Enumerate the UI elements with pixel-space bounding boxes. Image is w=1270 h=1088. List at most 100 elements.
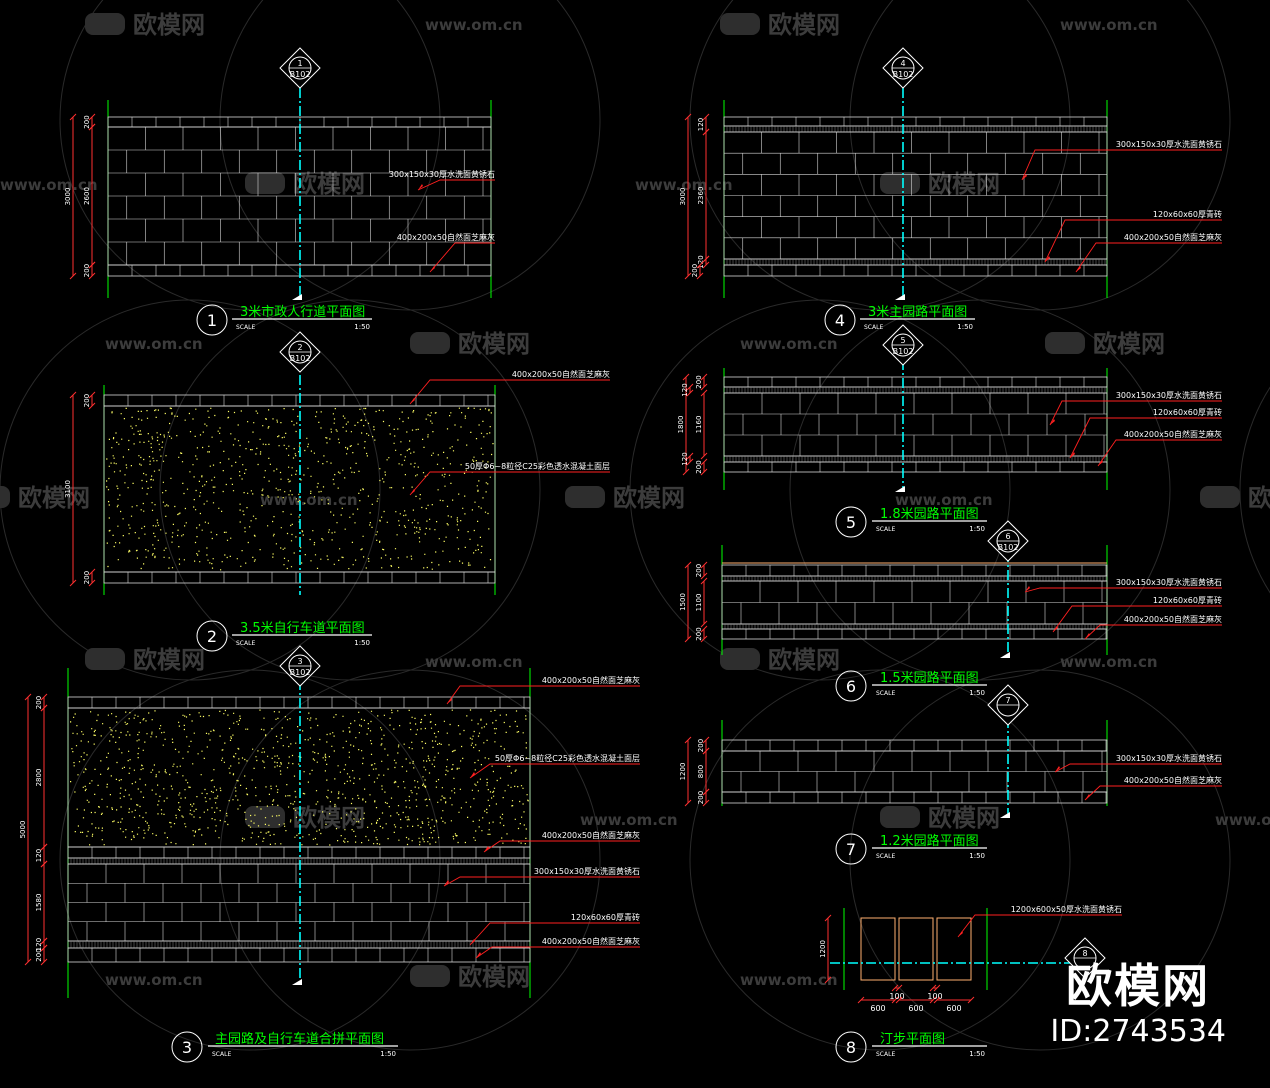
leader-line bbox=[1054, 763, 1222, 773]
watermark-logo: 欧模网 bbox=[293, 170, 365, 198]
scale-label: SCALE bbox=[876, 526, 895, 533]
dimension-tick bbox=[933, 984, 941, 992]
leader-line bbox=[1044, 219, 1222, 263]
material-label: 300x150x30厚水洗面黄锈石 bbox=[534, 866, 640, 876]
section-marker-ref: B102 bbox=[893, 70, 914, 79]
dimension-tick bbox=[929, 984, 937, 992]
dimension-tick bbox=[700, 373, 708, 381]
section-marker-ref: B102 bbox=[290, 70, 311, 79]
view-title: 主园路及自行车道合拼平面图 bbox=[215, 1031, 384, 1047]
dimension-tick bbox=[88, 579, 96, 587]
dimension-tick bbox=[24, 958, 32, 966]
watermark-url: www.om.cn bbox=[635, 176, 733, 194]
dimension-tick bbox=[702, 747, 710, 755]
scale-value: 1:50 bbox=[969, 689, 985, 697]
watermark-sofa-icon bbox=[1045, 332, 1085, 354]
material-label: 400x200x50自然面芝麻灰 bbox=[1124, 775, 1222, 785]
material-label: 400x200x50自然面芝麻灰 bbox=[542, 830, 640, 840]
watermark-sofa-icon bbox=[880, 172, 920, 194]
watermark-circle bbox=[1239, 386, 1270, 594]
dimension-tick bbox=[700, 452, 708, 460]
watermark-sofa-icon bbox=[1200, 486, 1240, 508]
dimension-tick bbox=[895, 996, 903, 1004]
watermark-sofa-icon bbox=[410, 332, 450, 354]
dimension-text: 120 bbox=[35, 938, 43, 951]
leader-arrow bbox=[1022, 174, 1027, 180]
watermark-url: www.om.cn bbox=[105, 335, 203, 353]
dimension-tick bbox=[967, 996, 975, 1004]
dimension-text: 100 bbox=[889, 992, 904, 1001]
material-label: 400x200x50自然面芝麻灰 bbox=[1124, 232, 1222, 242]
material-label: 300x150x30厚水洗面黄锈石 bbox=[1116, 139, 1222, 149]
section-marker-ref: B102 bbox=[290, 354, 311, 363]
dimension-text: 120 bbox=[681, 452, 689, 465]
watermark-sofa-icon bbox=[720, 13, 760, 35]
dimension-tick bbox=[69, 113, 77, 121]
leader-line bbox=[1084, 785, 1222, 801]
material-label: 50厚Φ6~8粒径C25彩色透水混凝土面层 bbox=[465, 461, 610, 471]
section-marker-number: 3 bbox=[297, 657, 302, 666]
watermark-circle bbox=[59, 0, 441, 311]
view-number-circle bbox=[196, 304, 228, 336]
stepping-stone bbox=[898, 917, 934, 981]
dimension-text: 3100 bbox=[64, 480, 72, 498]
dimension-text: 120 bbox=[681, 383, 689, 396]
dimension-tick bbox=[88, 261, 96, 269]
section-marker-number: 1 bbox=[297, 59, 302, 68]
watermark-url: www.om.cn bbox=[895, 491, 993, 509]
watermark-layer: 欧模网欧模网欧模网欧模网欧模网欧模网欧模网欧模网欧模网欧模网欧模网欧模网欧模网欧… bbox=[0, 0, 1270, 1051]
dimension-tick bbox=[700, 561, 708, 569]
leader-line bbox=[469, 763, 640, 779]
brick-band bbox=[723, 125, 1108, 133]
leader-line bbox=[1052, 605, 1222, 633]
dimension-tick bbox=[702, 799, 710, 807]
view-number: 2 bbox=[207, 627, 217, 646]
dimension-text: 600 bbox=[870, 1004, 885, 1013]
view-title: 1.2米园路平面图 bbox=[880, 833, 979, 849]
dimension-tick bbox=[40, 944, 48, 952]
view-number-circle bbox=[835, 670, 867, 702]
material-label: 400x200x50自然面芝麻灰 bbox=[1124, 429, 1222, 439]
watermark-circle bbox=[849, 669, 1231, 1051]
leader-arrow bbox=[470, 772, 475, 778]
scale-label: SCALE bbox=[864, 324, 883, 331]
watermark-url: www.om.cn bbox=[425, 16, 523, 34]
watermark-url: www.om.cn bbox=[1060, 653, 1158, 671]
material-label: 400x200x50自然面芝麻灰 bbox=[512, 369, 610, 379]
dimension-tick bbox=[700, 383, 708, 391]
dimension-tick bbox=[700, 468, 708, 476]
view-number: 4 bbox=[835, 311, 845, 330]
dimension-tick bbox=[702, 113, 710, 121]
watermark-sofa-icon bbox=[410, 965, 450, 987]
material-label: 300x150x30厚水洗面黄锈石 bbox=[1116, 577, 1222, 587]
section-marker-ref: B102 bbox=[998, 543, 1019, 552]
view-2-bike-lane-plan: 2B1023100200200400x200x50自然面芝麻灰50厚Φ6~8粒径… bbox=[64, 331, 610, 652]
dimension-text: 2600 bbox=[83, 187, 91, 205]
leader-line bbox=[409, 471, 610, 496]
section-marker-ref: B102 bbox=[893, 347, 914, 356]
watermark-url: www.om.cn bbox=[580, 811, 678, 829]
dimension-text: 800 bbox=[697, 765, 705, 778]
brick-band bbox=[723, 455, 1108, 463]
dimension-text: 100 bbox=[927, 992, 942, 1001]
leader-line bbox=[1024, 587, 1222, 593]
dimension-tick bbox=[686, 389, 694, 397]
dimension-tick bbox=[702, 736, 710, 744]
dimension-text: 200 bbox=[83, 571, 91, 584]
leader-line bbox=[469, 922, 640, 946]
watermark-logo: 欧模网 bbox=[133, 11, 205, 39]
leader-line bbox=[1021, 149, 1222, 181]
leader-arrow bbox=[1055, 766, 1060, 772]
material-label: 300x150x30厚水洗面黄锈石 bbox=[1116, 390, 1222, 400]
dimension-tick bbox=[696, 272, 704, 280]
view-number-circle bbox=[824, 304, 856, 336]
scale-value: 1:50 bbox=[969, 525, 985, 533]
view-number: 3 bbox=[182, 1038, 192, 1057]
dimension-tick bbox=[702, 128, 710, 136]
material-label: 1200x600x50厚水洗面黄锈石 bbox=[1011, 904, 1122, 914]
